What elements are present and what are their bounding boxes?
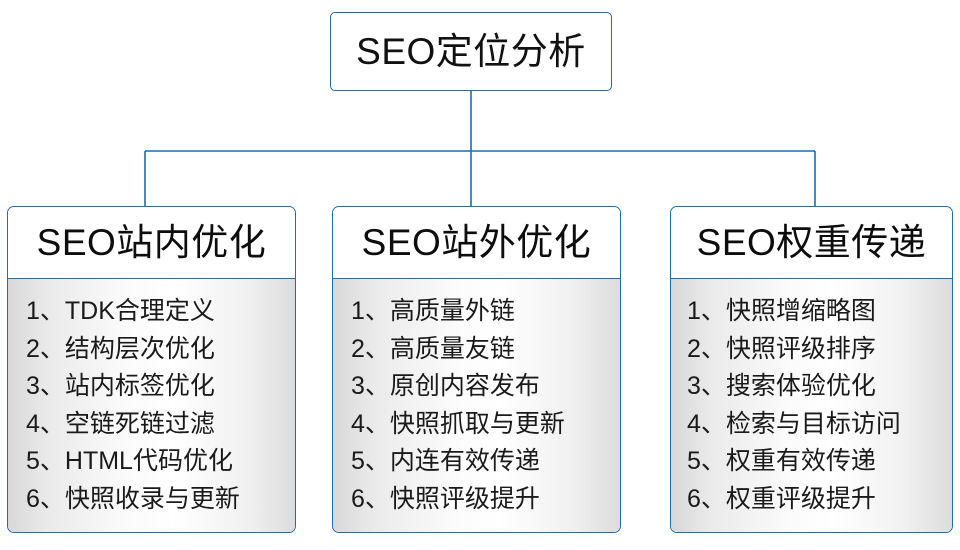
column-seo-weight-transfer[interactable]: SEO权重传递 1、快照增缩略图 2、快照评级排序 3、搜索体验优化 4、检索与…	[670, 206, 953, 533]
column-body-1: 1、TDK合理定义 2、结构层次优化 3、站内标签优化 4、空链死链过滤 5、H…	[8, 279, 295, 532]
list-item: 5、内连有效传递	[351, 447, 540, 475]
list-item: 5、权重有效传递	[687, 447, 876, 475]
column-header-1: SEO站内优化	[8, 207, 295, 279]
column-header-label-2: SEO站外优化	[361, 222, 592, 263]
column-header-label-1: SEO站内优化	[36, 222, 267, 263]
list-item: 2、结构层次优化	[26, 334, 215, 363]
list-item: 3、原创内容发布	[351, 372, 540, 400]
list-item: 4、快照抓取与更新	[351, 409, 565, 438]
column-body-3: 1、快照增缩略图 2、快照评级排序 3、搜索体验优化 4、检索与目标访问 5、权…	[671, 279, 952, 532]
list-item: 1、高质量外链	[351, 297, 515, 325]
column-seo-offsite[interactable]: SEO站外优化 1、高质量外链 2、高质量友链 3、原创内容发布 4、快照抓取与…	[332, 206, 621, 533]
list-item: 3、搜索体验优化	[687, 372, 876, 400]
list-item: 2、高质量友链	[351, 334, 515, 363]
root-node[interactable]: SEO定位分析	[330, 12, 612, 91]
column-body-2: 1、高质量外链 2、高质量友链 3、原创内容发布 4、快照抓取与更新 5、内连有…	[333, 279, 620, 532]
list-item: 5、HTML代码优化	[26, 447, 233, 475]
item-list-1: 1、TDK合理定义 2、结构层次优化 3、站内标签优化 4、空链死链过滤 5、H…	[8, 293, 295, 518]
list-item: 3、站内标签优化	[26, 372, 215, 400]
column-header-label-3: SEO权重传递	[696, 222, 927, 263]
item-list-2: 1、高质量外链 2、高质量友链 3、原创内容发布 4、快照抓取与更新 5、内连有…	[333, 293, 620, 518]
list-item: 1、TDK合理定义	[26, 297, 215, 325]
root-node-label: SEO定位分析	[356, 31, 586, 72]
list-item: 4、检索与目标访问	[687, 409, 901, 438]
list-item: 1、快照增缩略图	[687, 297, 876, 325]
list-item: 2、快照评级排序	[687, 334, 876, 363]
column-seo-onsite[interactable]: SEO站内优化 1、TDK合理定义 2、结构层次优化 3、站内标签优化 4、空链…	[7, 206, 296, 533]
column-header-3: SEO权重传递	[671, 207, 952, 279]
list-item: 6、快照收录与更新	[26, 484, 240, 513]
item-list-3: 1、快照增缩略图 2、快照评级排序 3、搜索体验优化 4、检索与目标访问 5、权…	[671, 293, 952, 518]
list-item: 6、快照评级提升	[351, 484, 540, 513]
list-item: 6、权重评级提升	[687, 484, 876, 513]
list-item: 4、空链死链过滤	[26, 409, 215, 438]
column-header-2: SEO站外优化	[333, 207, 620, 279]
